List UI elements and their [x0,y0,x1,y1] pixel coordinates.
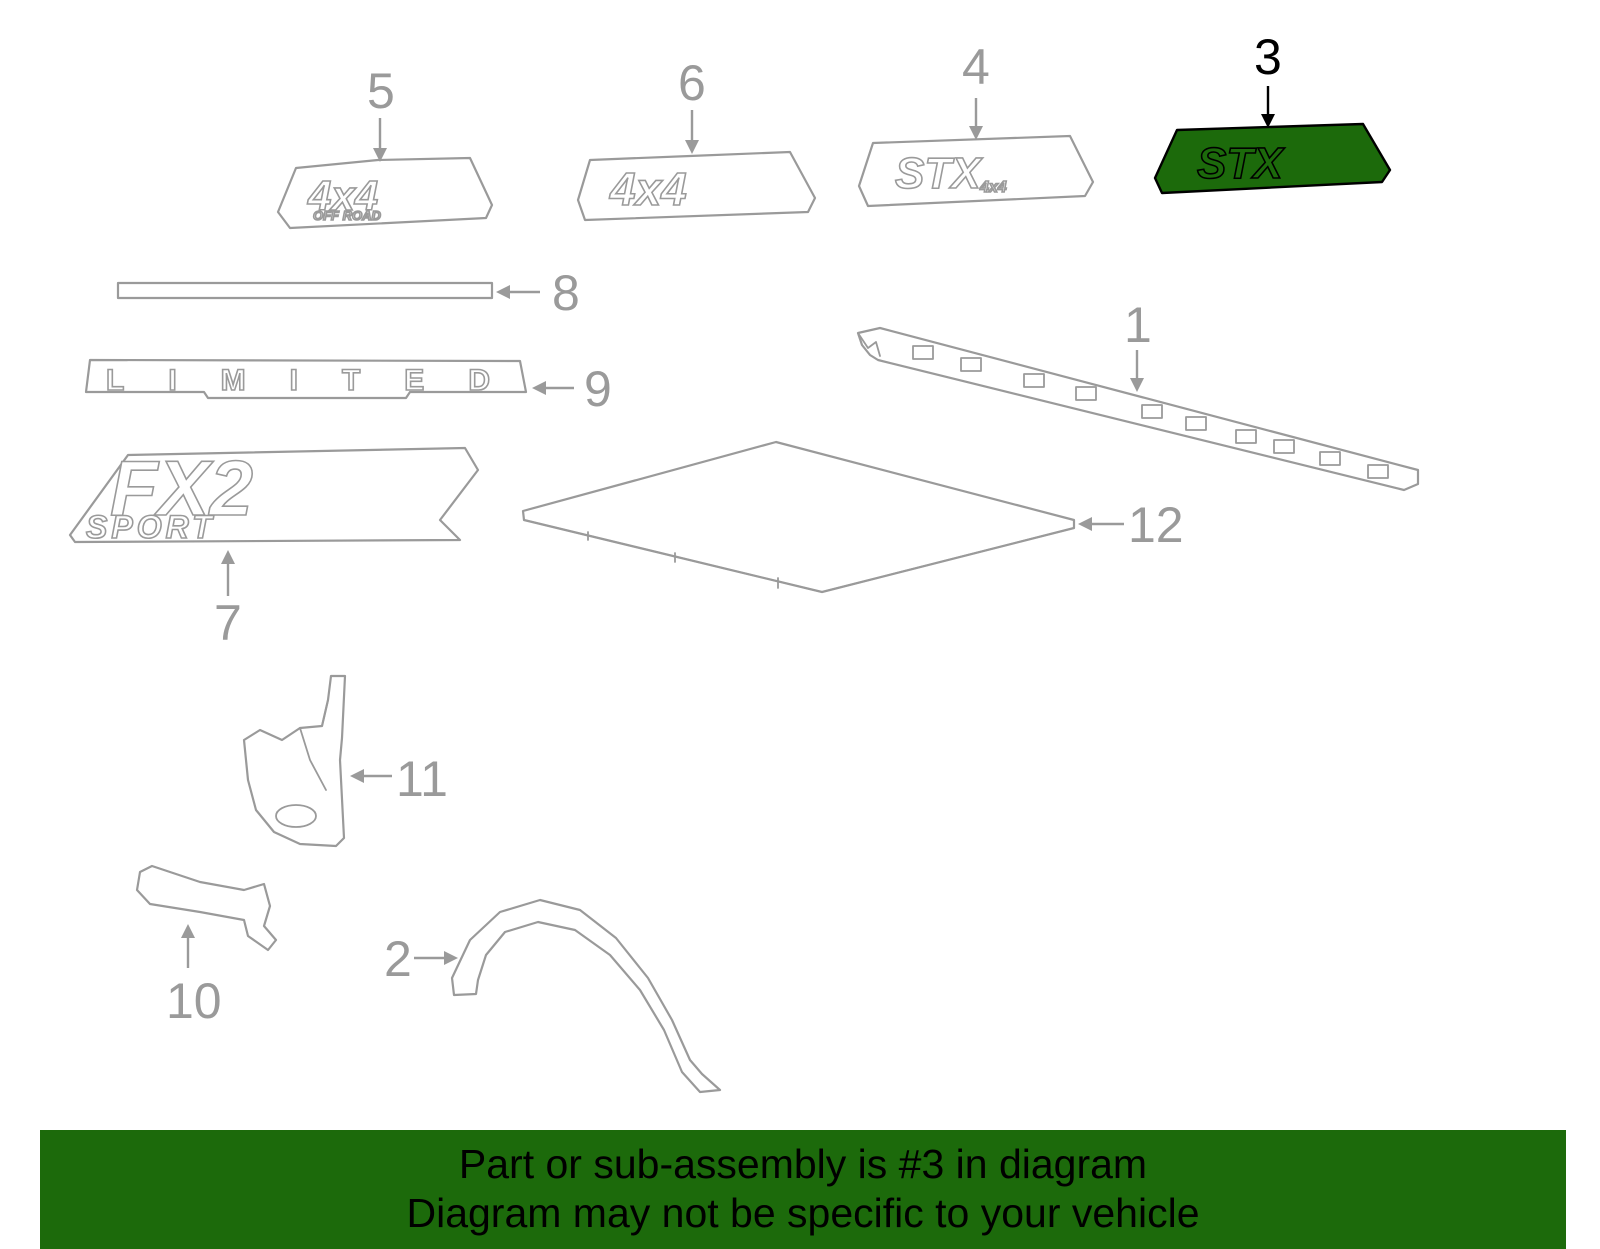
part-11-mud-flap[interactable] [242,674,347,848]
banner-line-1: Part or sub-assembly is #3 in diagram [458,1141,1148,1187]
callout-8[interactable]: 8 [552,265,580,321]
part-10-wheel-lip-molding[interactable] [135,864,278,952]
part-6-emblem-text: 4x4 [609,163,687,215]
callout-1[interactable]: 1 [1124,297,1152,353]
part-4-emblem-subtext: 4x4 [979,179,1007,196]
part-12-bed-mat[interactable] [521,440,1076,594]
part-5-emblem-subtext: OFF ROAD [313,208,381,223]
callout-labels: 5 6 4 3 8 9 1 12 7 11 10 2 [166,29,1282,1029]
part-5-emblem[interactable]: 4x4 OFF ROAD [276,156,494,230]
callout-12[interactable]: 12 [1128,497,1184,553]
part-9-nameplate-text: LIMITED [106,364,534,397]
part-7-decal-text: FX2 [110,444,253,532]
leader-lines [181,86,1275,968]
callout-3[interactable]: 3 [1254,29,1282,85]
callout-9[interactable]: 9 [584,361,612,417]
banner-line-2: Diagram may not be specific to your vehi… [406,1190,1200,1236]
part-9-limited-nameplate[interactable]: LIMITED [84,358,534,400]
part-6-emblem[interactable]: 4x4 [576,150,817,222]
callout-5[interactable]: 5 [367,63,395,119]
part-2-wheel-flare[interactable] [450,898,722,1094]
callout-7[interactable]: 7 [214,595,242,651]
part-1-bed-rail[interactable] [856,326,1420,492]
part-4-emblem-text: STX [895,149,983,198]
part-3-emblem-text: STX [1197,139,1285,188]
part-7-decal-subtext: SPORT [86,509,216,545]
part-5-emblem-text: 4x4 [307,172,378,219]
part-1-retainer-clips [912,345,1389,479]
callout-2[interactable]: 2 [384,931,412,987]
part-3-emblem-highlighted[interactable]: STX [1153,122,1392,195]
callout-11[interactable]: 11 [396,751,448,807]
callout-10[interactable]: 10 [166,973,222,1029]
part-8-molding-strip[interactable] [116,281,494,300]
callout-6[interactable]: 6 [678,55,706,111]
part-4-emblem[interactable]: STX 4x4 [857,134,1095,208]
info-banner: Part or sub-assembly is #3 in diagram Di… [40,1130,1566,1249]
part-7-fx2-sport-decal[interactable]: FX2 SPORT [68,443,480,546]
callout-4[interactable]: 4 [962,39,990,95]
